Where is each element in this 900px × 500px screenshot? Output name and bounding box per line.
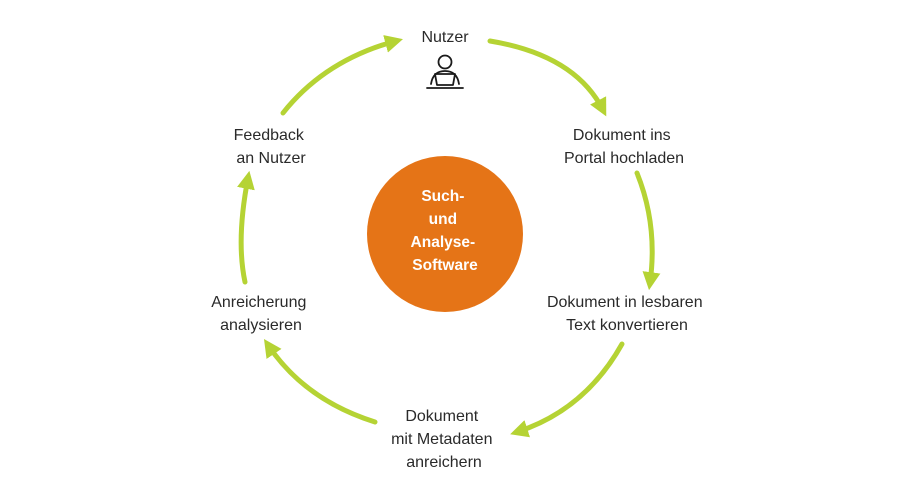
- user-at-laptop-icon: [426, 54, 464, 89]
- arrow-convert-to-enrich: [510, 341, 625, 438]
- step-convert-label: Dokument in lesbaren Text konvertieren: [547, 294, 707, 334]
- step-nutzer-label: Nutzer: [421, 29, 469, 46]
- arrow-enrich-to-analyze: [263, 339, 378, 425]
- step-nutzer: Nutzer: [421, 29, 469, 89]
- center-node: Such- und Analyse- Software: [367, 156, 523, 312]
- arrow-upload-to-convert: [634, 170, 661, 291]
- center-circle: [367, 156, 523, 312]
- step-feedback-label: Feedback an Nutzer: [234, 127, 309, 167]
- center-label-line: und: [429, 211, 457, 228]
- step-enrich-label: Dokument mit Metadaten anreichern: [391, 408, 497, 471]
- cycle-arrows: [237, 35, 661, 438]
- center-label-line: Analyse-: [411, 234, 476, 251]
- step-analyze-label: Anreicherung analysieren: [211, 294, 311, 334]
- step-upload-label: Dokument ins Portal hochladen: [564, 127, 684, 167]
- center-label-line: Such-: [421, 188, 464, 205]
- arrow-nutzer-to-upload: [487, 38, 607, 117]
- center-label: Such- und Analyse- Software: [411, 188, 480, 274]
- arrow-analyze-to-feedback: [237, 170, 255, 285]
- arrow-feedback-to-nutzer: [280, 35, 403, 116]
- center-label-line: Software: [412, 257, 478, 274]
